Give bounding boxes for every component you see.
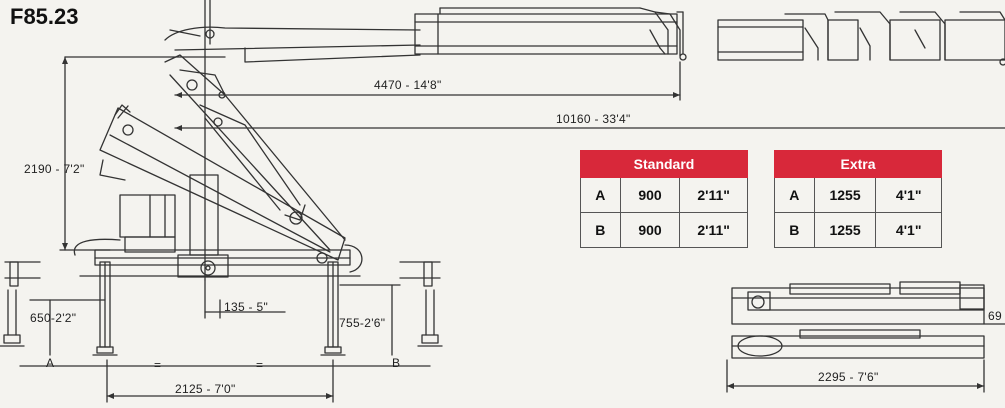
row-ft: 2'11" (679, 212, 748, 248)
standard-table: Standard A 900 2'11" B 900 2'11" (580, 150, 748, 248)
column-offset-label: 135 - 5" (224, 300, 269, 314)
table-row: A 900 2'11" (580, 177, 748, 213)
crane-base (73, 238, 363, 356)
folded-height-label: 69 (988, 309, 1002, 323)
boom-extensions (717, 11, 1005, 66)
boom-reach-label: 4470 - 14'8" (374, 78, 442, 92)
main-boom (99, 104, 346, 264)
table-row: B 1255 4'1" (774, 212, 942, 248)
left-height-label: 650-2'2" (30, 311, 77, 325)
standard-table-title: Standard (580, 150, 748, 178)
table-row: B 900 2'11" (580, 212, 748, 248)
equal-mark-left: = (154, 358, 162, 372)
extra-table: Extra A 1255 4'1" B 1255 4'1" (774, 150, 942, 248)
crane-column (119, 174, 219, 256)
dimension-a-label: A (46, 356, 55, 370)
row-key: B (580, 212, 621, 248)
equal-mark-right: = (256, 358, 264, 372)
dimension-b-label: B (392, 356, 401, 370)
row-mm: 1255 (813, 212, 877, 248)
stabiliser-right (399, 261, 443, 347)
row-mm: 900 (619, 177, 681, 213)
height-label: 2190 - 7'2" (24, 162, 85, 176)
row-ft: 4'1" (875, 212, 942, 248)
base-width-label: 2125 - 7'0" (175, 382, 236, 396)
table-row: A 1255 4'1" (774, 177, 942, 213)
extended-boom (164, 0, 687, 63)
row-key: B (774, 212, 815, 248)
inner-boom (164, 0, 346, 281)
row-key: A (580, 177, 621, 213)
model-title: F85.23 (10, 4, 79, 29)
extra-table-title: Extra (774, 150, 942, 178)
folded-crane-view (726, 281, 1005, 393)
right-height-label: 755-2'6" (339, 316, 386, 330)
row-key: A (774, 177, 815, 213)
row-ft: 4'1" (875, 177, 942, 213)
row-mm: 1255 (813, 177, 877, 213)
folded-length-label: 2295 - 7'6" (818, 370, 879, 384)
row-ft: 2'11" (679, 177, 748, 213)
max-reach-label: 10160 - 33'4" (556, 112, 631, 126)
row-mm: 900 (619, 212, 681, 248)
stabiliser-left (0, 261, 41, 347)
